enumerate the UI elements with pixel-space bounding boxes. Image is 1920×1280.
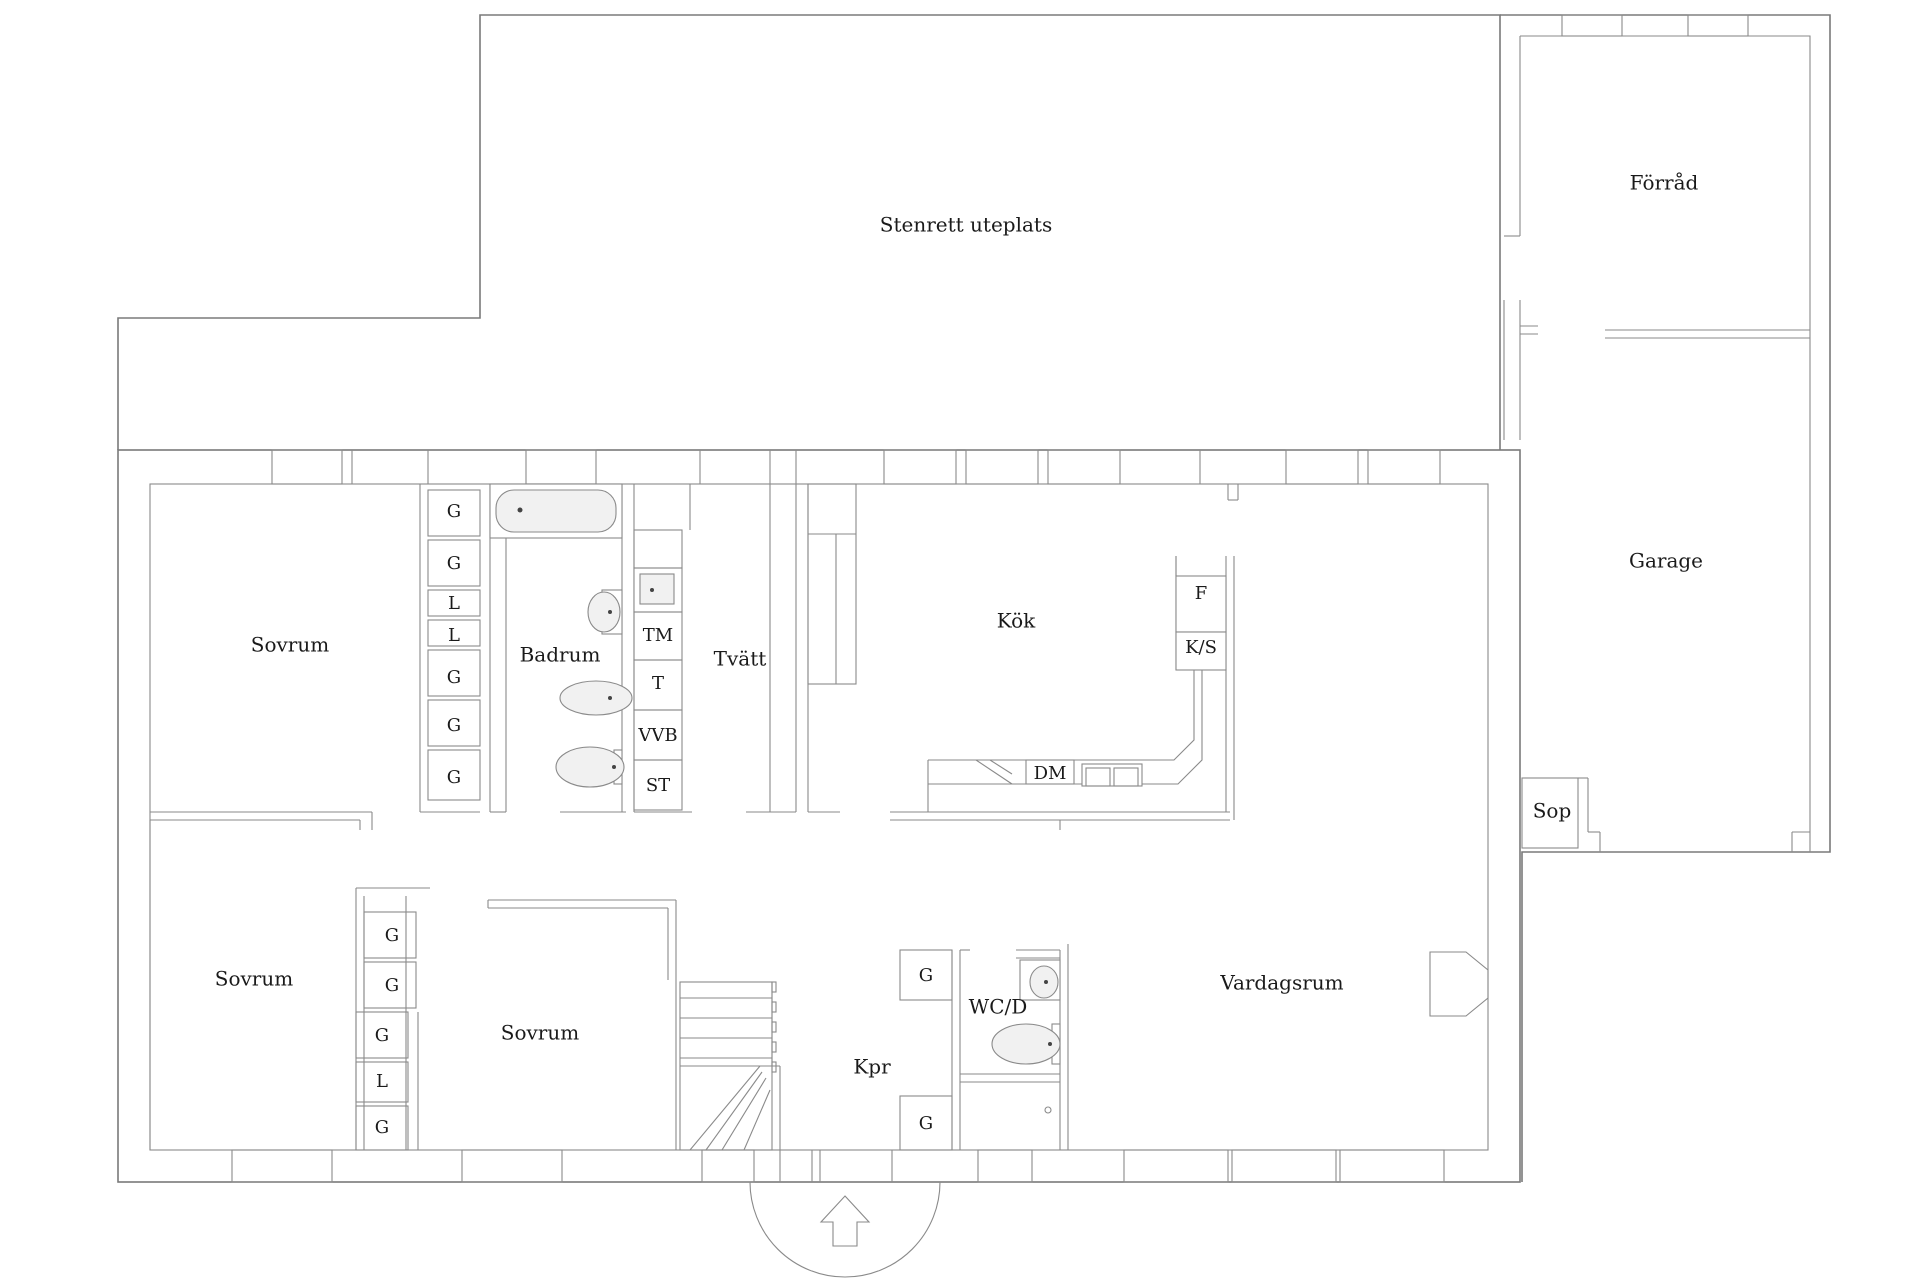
fridge-freezer-tag: K/S <box>1185 637 1217 658</box>
laundry-unit-tag: VVB <box>637 725 677 746</box>
windows <box>231 14 1749 1183</box>
closet-tag: G <box>375 1117 389 1138</box>
room-label-bathroom: Badrum <box>520 643 601 667</box>
closet-tag: G <box>385 925 399 946</box>
bathroom-fixtures <box>489 483 683 788</box>
entrance <box>749 1181 941 1278</box>
closet-tags: G G L L G G G TM T VVB ST G G G L G G G … <box>375 501 1217 1138</box>
room-label-garage: Garage <box>1629 549 1703 573</box>
room-label-laundry: Tvätt <box>714 647 767 671</box>
bidet <box>559 680 633 716</box>
room-label-storage: Förråd <box>1630 171 1699 195</box>
interior-walls <box>149 450 1810 1182</box>
closet-tag: G <box>447 767 461 788</box>
wc-toilet <box>991 1023 1061 1065</box>
outer-walls <box>117 14 1831 1183</box>
room-label-bedroom-1: Sovrum <box>251 633 329 657</box>
laundry-unit-cells <box>633 529 683 811</box>
room-label-bedroom-3: Sovrum <box>501 1021 579 1045</box>
fridge-freezer <box>1175 631 1227 671</box>
closet-tag: G <box>919 1113 933 1134</box>
room-label-kitchen: Kök <box>997 609 1036 633</box>
room-label-waste: Sop <box>1533 799 1572 823</box>
closet-tag: G <box>447 715 461 736</box>
dishwasher-tag: DM <box>1034 763 1067 784</box>
room-label-patio: Stenrett uteplats <box>880 213 1052 237</box>
dishwasher <box>1025 759 1075 785</box>
laundry-unit-tag: T <box>652 673 664 694</box>
closet-tag: L <box>448 625 460 646</box>
room-label-hall: Kpr <box>853 1055 891 1079</box>
closet-cells-bedroom-wall <box>355 911 417 1151</box>
closet-tag: G <box>447 667 461 688</box>
closet-tag: L <box>376 1071 388 1092</box>
closet-tag: G <box>447 501 461 522</box>
closet-tag: G <box>385 975 399 996</box>
room-label-living-room: Vardagsrum <box>1219 971 1343 995</box>
closet-cells-bath-wall <box>427 489 481 801</box>
closet-tag: G <box>919 965 933 986</box>
laundry-unit-tag: ST <box>646 775 670 796</box>
closet-tag: L <box>448 593 460 614</box>
room-label-bedroom-2: Sovrum <box>215 967 293 991</box>
kitchen-counter <box>927 556 1235 820</box>
toilet <box>555 746 625 788</box>
wc-fixtures <box>991 959 1061 1114</box>
fridge-tag: F <box>1195 583 1208 604</box>
entrance-arrow-icon <box>819 1195 871 1247</box>
laundry-unit-tag: TM <box>643 625 673 646</box>
kitchen-sink <box>1081 763 1143 787</box>
room-labels: Stenrett uteplats Förråd Garage Sovrum B… <box>215 171 1703 1079</box>
room-label-wc: WC/D <box>969 995 1028 1019</box>
closet-tag: G <box>447 553 461 574</box>
closet-tag: G <box>375 1025 389 1046</box>
